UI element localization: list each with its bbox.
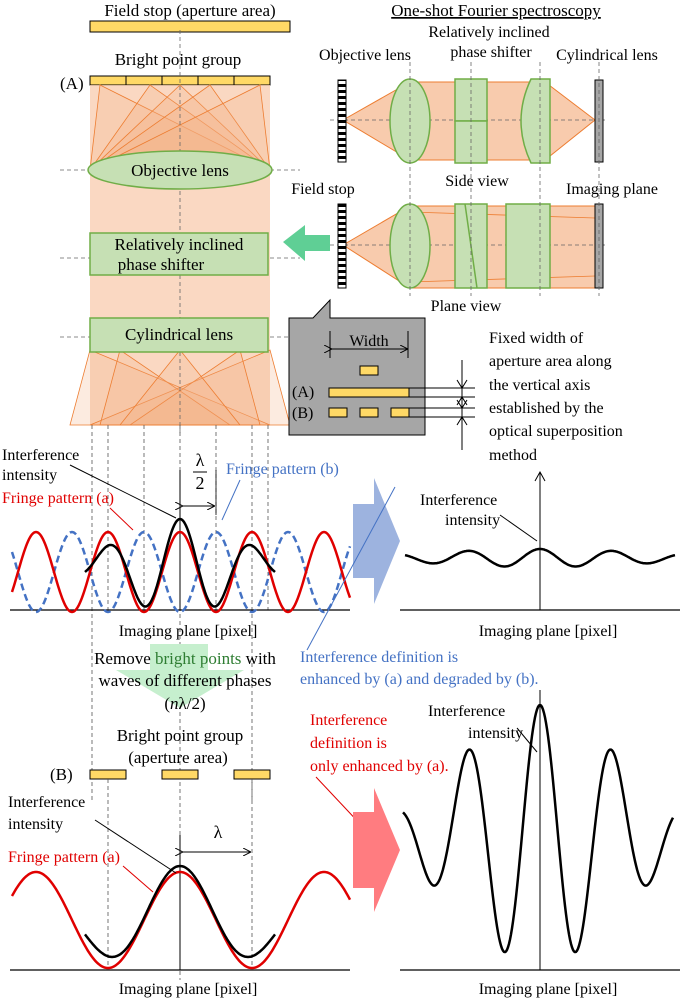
bottom-marker-b: (B) — [50, 765, 73, 784]
fringe-pattern-b-curve — [10, 530, 352, 614]
middle-intensity-label-1: Interference — [2, 447, 79, 464]
middle-sum-curve — [84, 517, 276, 608]
svg-text:Fixed width of: Fixed width of — [489, 330, 584, 347]
red-note: Interference definition is only enhanced… — [310, 712, 449, 775]
phase-shifter-left-label-1: Relatively inclined — [115, 235, 244, 254]
svg-text:optical superposition: optical superposition — [489, 423, 623, 440]
bottom-intensity-1: Interference — [8, 794, 85, 811]
schematic-title: One-shot Fourier spectroscopy — [391, 1, 601, 20]
svg-text:aperture area along: aperture area along — [489, 353, 612, 370]
cylindrical-lens-left-label: Cylindrical lens — [125, 325, 233, 344]
inset-note: Fixed width of aperture area along the v… — [489, 330, 623, 464]
schematic-imaging-plane: Imaging plane — [566, 181, 658, 198]
bottom-bpg-2: (aperture area) — [128, 748, 228, 767]
blue-arrow — [353, 478, 400, 604]
aperture-inset: Width (A) (B) Fixed width of aperture ar… — [288, 298, 623, 464]
inset-width-label: Width — [349, 333, 388, 350]
schematic-guides — [409, 62, 600, 296]
side-view: Side view — [330, 78, 605, 190]
svg-text:the vertical axis: the vertical axis — [489, 377, 590, 394]
blue-note-1: Interference definition is — [300, 649, 458, 666]
remove-line-1: Remove bright points with — [94, 649, 276, 668]
schematic-phase-shifter-2: phase shifter — [450, 44, 532, 61]
remove-line-2: waves of different phases — [99, 671, 272, 690]
bottom-bpg-1: Bright point group — [117, 726, 244, 745]
middle-right-curve — [404, 547, 676, 568]
svg-text:definition is: definition is — [310, 735, 387, 752]
objective-lens-left-label: Objective lens — [131, 161, 229, 180]
svg-text:established by the: established by the — [489, 400, 604, 417]
remove-line-3: (nλ/2) — [164, 694, 205, 713]
fringe-pattern-a-curve — [10, 530, 352, 614]
bottom-right-curve — [402, 703, 675, 954]
inset-marker-a: (A) — [292, 384, 314, 401]
svg-text:method: method — [489, 447, 537, 464]
schematic-objective-lens: Objective lens — [319, 47, 411, 64]
svg-text:only enhanced by (a).: only enhanced by (a). — [310, 758, 449, 775]
fringe-b-label: Fringe pattern (b) — [226, 461, 339, 478]
red-arrow — [353, 788, 400, 912]
bottom-right-intensity-1: Interference — [428, 703, 505, 720]
middle-plot: Interference intensity λ 2 Fringe patter… — [2, 447, 352, 640]
marker-a: (A) — [60, 74, 84, 93]
inset-marker-b: (B) — [292, 405, 313, 422]
schematic-field-stop: Field stop — [291, 181, 355, 198]
left-optical-train: Field stop (aperture area) Bright point … — [60, 1, 300, 435]
side-view-label: Side view — [445, 173, 509, 190]
lambda-half-den: 2 — [196, 473, 205, 493]
bottom-fringe-a-label: Fringe pattern (a) — [8, 849, 120, 866]
bottom-fringe-a-curve — [10, 870, 352, 970]
cylindrical-lens-left — [89, 317, 269, 353]
bottom-right-xlabel: Imaging plane [pixel] — [479, 981, 618, 998]
field-stop-label: Field stop (aperture area) — [104, 1, 275, 20]
field-stop-bar — [89, 20, 291, 33]
svg-text:Interference: Interference — [310, 712, 387, 729]
middle-intensity-label-2: intensity — [2, 467, 57, 484]
schematic-phase-shifter-1: Relatively inclined — [428, 24, 549, 41]
blue-note-2: enhanced by (a) and degraded by (b). — [300, 671, 539, 688]
remove-arrow — [116, 644, 244, 708]
schematic-cylindrical-lens: Cylindrical lens — [556, 47, 658, 64]
fringe-a-label-middle: Fringe pattern (a) — [2, 490, 114, 507]
middle-right-intensity-1: Interference — [420, 492, 497, 509]
plane-view-label: Plane view — [431, 298, 502, 315]
middle-right-intensity-2: intensity — [445, 512, 500, 529]
green-arrow — [283, 225, 330, 261]
middle-right-plot: Interference intensity Imaging plane [pi… — [400, 470, 680, 640]
middle-xlabel: Imaging plane [pixel] — [119, 623, 258, 640]
bottom-right-intensity-2: intensity — [468, 725, 523, 742]
bottom-right-plot: Interference intensity Imaging plane [pi… — [400, 690, 680, 998]
lambda-half-num: λ — [196, 450, 205, 470]
ray-fan-top — [88, 84, 272, 171]
phase-shifter-left-label-2: phase shifter — [118, 255, 205, 274]
middle-right-xlabel: Imaging plane [pixel] — [479, 623, 618, 640]
schematic: One-shot Fourier spectroscopy Objective … — [291, 1, 658, 315]
bottom-sum-curve — [84, 864, 276, 959]
plane-view: Plane view — [330, 203, 605, 315]
bottom-section: Bright point group (aperture area) (B) I… — [8, 726, 352, 998]
bottom-intensity-2: intensity — [8, 816, 63, 833]
bottom-lambda: λ — [214, 822, 223, 842]
phase-shifter-left — [89, 232, 269, 276]
bottom-xlabel: Imaging plane [pixel] — [119, 981, 258, 998]
bright-point-group-label: Bright point group — [115, 50, 242, 69]
objective-lens-left — [87, 150, 273, 190]
